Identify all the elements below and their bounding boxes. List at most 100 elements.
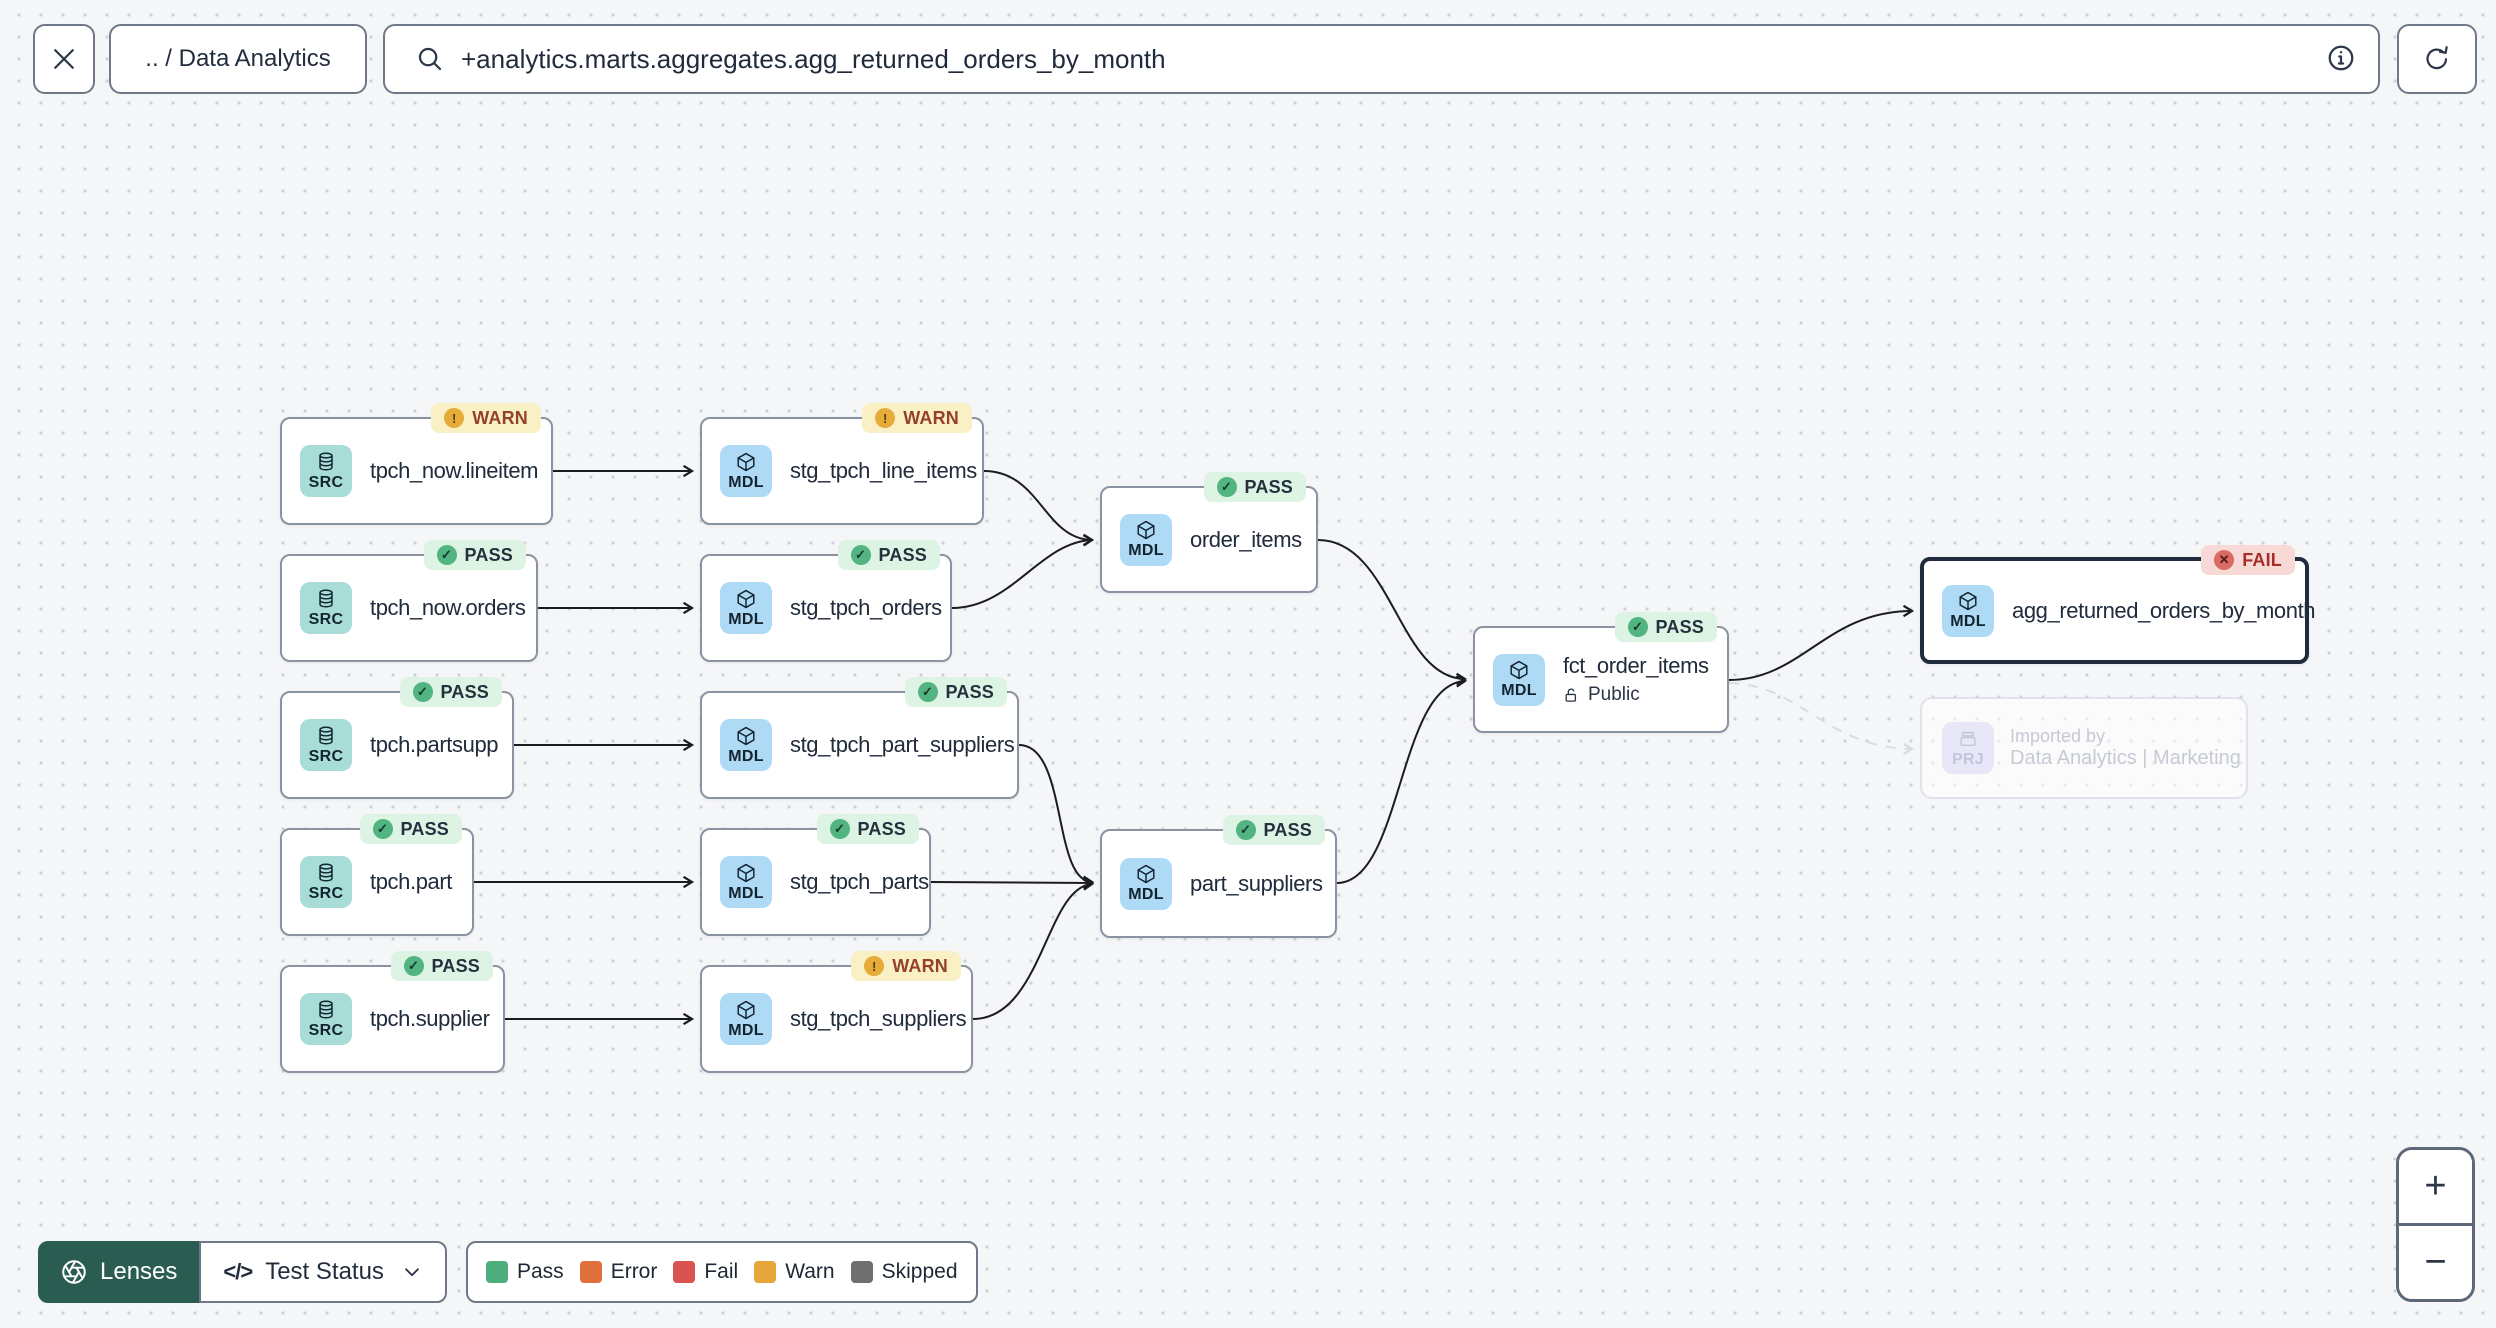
cube-icon-box: MDL: [720, 856, 772, 908]
node-title: tpch.partsupp: [370, 732, 499, 757]
legend-item-warn: Warn: [754, 1260, 835, 1284]
node-title: tpch.supplier: [370, 1006, 490, 1031]
node-kind-label: SRC: [308, 473, 344, 491]
cube-icon-box: MDL: [1942, 584, 1994, 637]
node-kind-label: MDL: [728, 610, 764, 628]
check-icon: ✓: [436, 545, 457, 565]
check-icon: ✓: [917, 682, 938, 702]
node-access-label: Public: [1588, 684, 1640, 705]
node-kind-label: MDL: [728, 884, 764, 902]
zoom-out-button[interactable]: −: [2399, 1223, 2472, 1299]
status-badge-pass: ✓PASS: [1222, 815, 1325, 845]
status-badge-pass: ✓PASS: [837, 540, 940, 570]
legend-item-fail: Fail: [673, 1260, 738, 1284]
node-kind-label: MDL: [1950, 613, 1986, 630]
legend-swatch-pass: [486, 1261, 508, 1283]
legend-swatch-error: [579, 1261, 602, 1283]
status-badge-pass: ✓PASS: [390, 951, 493, 981]
node-kind-label: SRC: [308, 884, 344, 902]
legend-swatch-fail: [673, 1261, 696, 1283]
legend-label: Pass: [517, 1260, 564, 1283]
cube-icon-box: MDL: [720, 445, 772, 497]
graph-node-tpch_partsupp[interactable]: ✓PASS SRC tpch.partsupp: [280, 677, 514, 799]
node-title: part_suppliers: [1190, 870, 1323, 896]
exclamation-icon: !: [875, 408, 896, 428]
status-badge-warn: !WARN: [851, 951, 961, 981]
legend-label: Warn: [785, 1260, 835, 1283]
cube-icon: [737, 1000, 755, 1019]
info-icon[interactable]: [2326, 43, 2356, 73]
node-title: stg_tpch_parts: [790, 869, 929, 894]
check-icon: ✓: [1627, 617, 1648, 637]
legend-item-pass: Pass: [486, 1260, 564, 1284]
status-badge-pass: ✓PASS: [423, 540, 526, 570]
database-icon-box: SRC: [300, 993, 352, 1045]
search-input[interactable]: [461, 43, 2308, 75]
legend-item-skipped: Skipped: [850, 1260, 958, 1284]
lenses-button[interactable]: Lenses: [38, 1241, 200, 1303]
status-badge-pass: ✓PASS: [399, 677, 502, 707]
status-badge-pass: ✓PASS: [1203, 472, 1306, 502]
node-title: stg_tpch_line_items: [790, 458, 977, 483]
node-title: fct_order_items: [1563, 653, 1709, 678]
node-kind-label: SRC: [308, 747, 344, 765]
legend-label: Skipped: [881, 1260, 958, 1283]
cube-icon: [737, 452, 755, 471]
chevron-down-icon: [405, 1268, 419, 1277]
graph-node-tpch_supplier[interactable]: ✓PASS SRC tpch.supplier: [280, 951, 505, 1073]
exclamation-icon: !: [444, 408, 465, 428]
edge: [983, 470, 1095, 546]
edge: [972, 878, 1095, 1020]
database-icon-box: SRC: [300, 445, 352, 497]
cube-icon: [1137, 864, 1155, 884]
code-icon: </>: [223, 1259, 253, 1284]
status-badge-pass: ✓PASS: [904, 677, 1007, 707]
status-badge-pass: ✓PASS: [359, 814, 462, 844]
node-kind-label: MDL: [1128, 542, 1164, 559]
check-icon: ✓: [372, 819, 393, 839]
close-icon: [54, 49, 74, 69]
legend-label: Fail: [704, 1260, 739, 1283]
refresh-icon: [2426, 46, 2448, 70]
legend-swatch-skipped: [850, 1261, 873, 1283]
search-box[interactable]: [383, 24, 2380, 94]
edge: [1018, 744, 1095, 888]
node-kind-label: MDL: [728, 1021, 764, 1039]
database-icon-box: SRC: [300, 856, 352, 908]
close-button[interactable]: [33, 24, 95, 94]
node-kind-label: MDL: [1501, 682, 1537, 699]
check-icon: ✓: [412, 682, 433, 702]
breadcrumb[interactable]: .. / Data Analytics: [109, 24, 367, 94]
zoom-control: + −: [2396, 1147, 2475, 1302]
check-icon: ✓: [829, 819, 850, 839]
legend-item-error: Error: [579, 1260, 658, 1284]
refresh-button[interactable]: [2397, 24, 2477, 94]
unlock-icon: [1565, 688, 1577, 702]
node-title: tpch_now.orders: [370, 595, 526, 620]
check-icon: ✓: [850, 545, 871, 565]
edge: [930, 876, 1095, 890]
lens-selector[interactable]: </> Test Status: [199, 1241, 447, 1303]
zoom-in-button[interactable]: +: [2399, 1150, 2472, 1223]
node-title: stg_tpch_part_suppliers: [790, 732, 1015, 757]
cube-icon-box: MDL: [1493, 653, 1545, 706]
status-legend: Pass Error Fail Warn Skipped: [466, 1241, 978, 1303]
legend-label: Error: [610, 1260, 658, 1283]
database-icon-box: SRC: [300, 719, 352, 771]
imported-by-label: Imported by: [2010, 726, 2106, 746]
edge: [1336, 675, 1468, 884]
